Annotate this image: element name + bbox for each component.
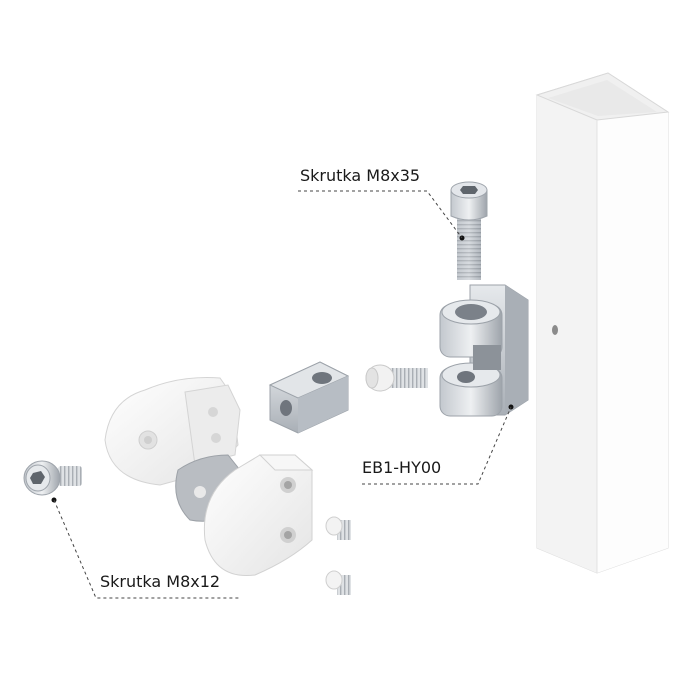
leader-lines bbox=[53, 190, 512, 599]
screw-m8x12 bbox=[23, 460, 82, 503]
screw-m8x35 bbox=[450, 181, 488, 280]
label-screw-m8x35: Skrutka M8x35 bbox=[300, 166, 421, 185]
post-screw-hole bbox=[552, 325, 558, 335]
countersunk-screw-2 bbox=[325, 570, 351, 595]
leader-line-eb1-hy00 bbox=[362, 406, 512, 485]
leader-line-screw-m8x35 bbox=[298, 190, 463, 239]
hinge-bracket-eb1-hy00 bbox=[439, 284, 529, 417]
countersunk-screw-1 bbox=[325, 516, 351, 540]
button-head-screw bbox=[365, 364, 428, 392]
label-eb1-hy00: EB1-HY00 bbox=[362, 458, 442, 477]
label-screw-m8x12: Skrutka M8x12 bbox=[100, 572, 221, 591]
square-post bbox=[535, 72, 670, 574]
threaded-block bbox=[268, 361, 350, 434]
glass-clamp-front-half bbox=[203, 454, 314, 577]
